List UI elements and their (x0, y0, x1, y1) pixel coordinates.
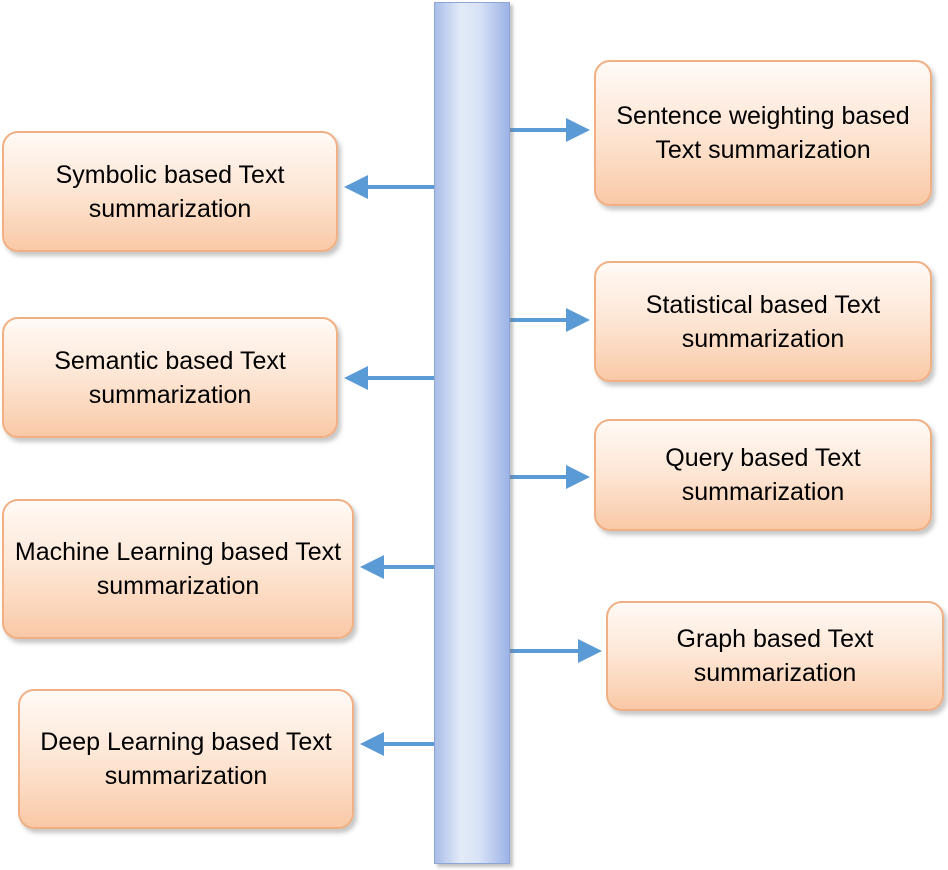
node-label: Machine Learning based Text summarizatio… (14, 538, 342, 600)
node-semantic-based: Semantic based Text summarization (2, 317, 338, 438)
node-graph-based: Graph based Text summarization (606, 601, 944, 711)
node-label: Graph based Text summarization (676, 625, 874, 687)
node-symbolic-based: Symbolic based Text summarization (2, 131, 338, 252)
node-label: Sentence weighting based Text summarizat… (616, 102, 910, 164)
node-deep-learning-based: Deep Learning based Text summarization (18, 689, 354, 829)
node-sentence-weighting-based: Sentence weighting based Text summarizat… (594, 60, 932, 206)
center-bar (434, 2, 510, 864)
node-label: Deep Learning based Text summarization (40, 728, 332, 790)
node-label: Query based Text summarization (665, 444, 861, 506)
node-query-based: Query based Text summarization (594, 419, 932, 531)
node-statistical-based: Statistical based Text summarization (594, 261, 932, 382)
node-label: Statistical based Text summarization (645, 290, 881, 353)
node-label: Symbolic based Text summarization (55, 160, 285, 223)
node-machine-learning-based: Machine Learning based Text summarizatio… (2, 499, 354, 639)
node-label: Semantic based Text summarization (54, 346, 286, 409)
